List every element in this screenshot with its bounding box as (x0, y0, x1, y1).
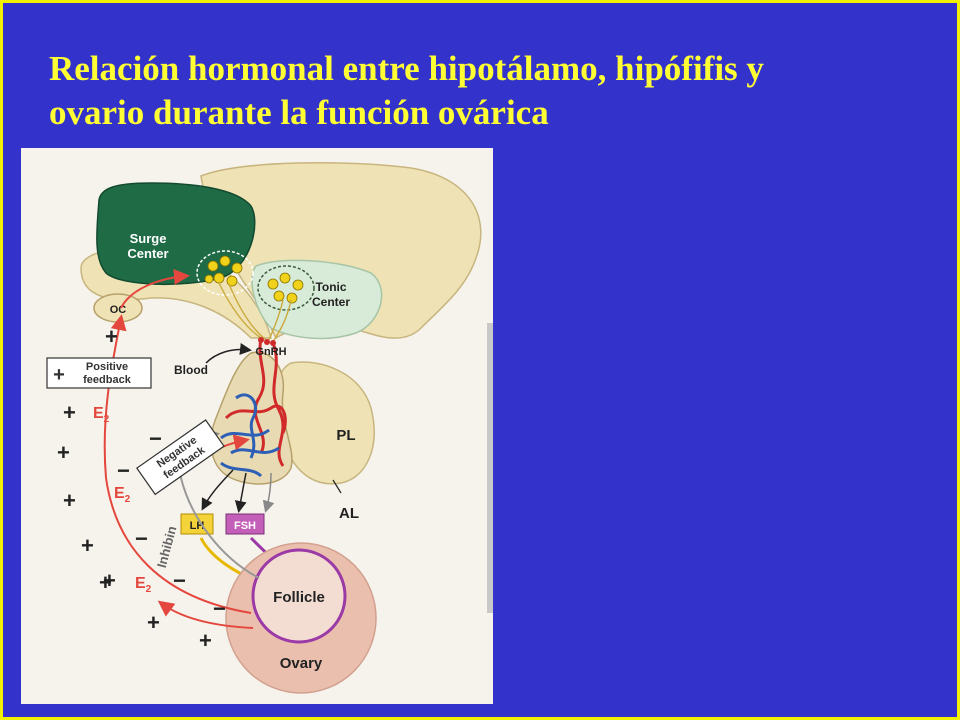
portal-vessels (220, 337, 287, 478)
plus-signs: + + + + + + + + + (57, 324, 212, 653)
ovary-label: Ovary (280, 655, 323, 672)
positive-feedback-label-1: Positive (86, 361, 128, 373)
e2-label-upper: E2 (93, 405, 110, 425)
gnrh-label: GnRH (255, 346, 286, 358)
tonic-center-label-2: Center (312, 295, 350, 309)
plus-sign: + (63, 400, 76, 425)
slide-title: Relación hormonal entre hipotálamo, hipó… (49, 47, 929, 135)
minus-signs: − − − − − (117, 426, 226, 621)
minus-sign: − (149, 426, 162, 451)
gnrh-terminals (258, 337, 276, 346)
blood-arrow (205, 343, 252, 364)
surge-center-label-2: Center (127, 246, 168, 261)
fsh-label: FSH (234, 520, 256, 532)
plus-sign: + (57, 440, 70, 465)
surge-center-label-1: Surge (130, 231, 167, 246)
figure-svg: Surge Center Tonic Center (21, 148, 493, 704)
minus-sign: − (173, 568, 186, 593)
surge-neuron-cluster (196, 250, 254, 296)
e2-label-middle: E2 (114, 485, 131, 505)
plus-sign: + (199, 628, 212, 653)
follicle-shape (251, 548, 347, 644)
e2-label-lower: E2 (135, 575, 152, 595)
gnrh-axons (218, 282, 292, 343)
surge-center-region (96, 182, 256, 286)
plus-sign: + (63, 488, 76, 513)
minus-sign: − (135, 526, 148, 551)
page-edge-shadow (487, 323, 493, 613)
fsh-box (225, 513, 265, 535)
plus-sign: + (99, 570, 112, 595)
pl-label: PL (336, 427, 355, 444)
lh-release-arrow (201, 469, 234, 511)
minus-sign: − (213, 596, 226, 621)
slide-title-line-2: ovario durante la función ovárica (49, 93, 549, 132)
positive-feedback-plus: + (53, 364, 65, 386)
lh-release-arrow-2 (234, 472, 247, 513)
al-label: AL (339, 505, 359, 522)
tonic-center-label-1: Tonic (315, 280, 346, 294)
plus-sign: + (105, 324, 118, 349)
e2-lower-arrow (157, 600, 254, 629)
tonic-neurons (267, 272, 304, 304)
negative-feedback-box: Negative feedback (136, 419, 225, 496)
oc-label: OC (110, 304, 127, 316)
positive-feedback-label-2: feedback (83, 374, 132, 386)
e2-to-surge-arrow (120, 268, 190, 309)
plus-sign: + (81, 533, 94, 558)
tonic-neuron-cluster (257, 265, 315, 311)
al-pointer (332, 479, 342, 494)
slide-title-line-1: Relación hormonal entre hipotálamo, hipó… (49, 49, 764, 88)
blood-label: Blood (174, 363, 208, 377)
minus-sign: − (117, 458, 130, 483)
positive-feedback-box (46, 357, 152, 389)
follicle-label: Follicle (273, 589, 325, 606)
fsh-release-arrow (262, 472, 275, 513)
plus-sign: + (103, 568, 116, 593)
hormonal-axis-figure: Surge Center Tonic Center (21, 148, 493, 704)
plus-sign: + (147, 610, 160, 635)
